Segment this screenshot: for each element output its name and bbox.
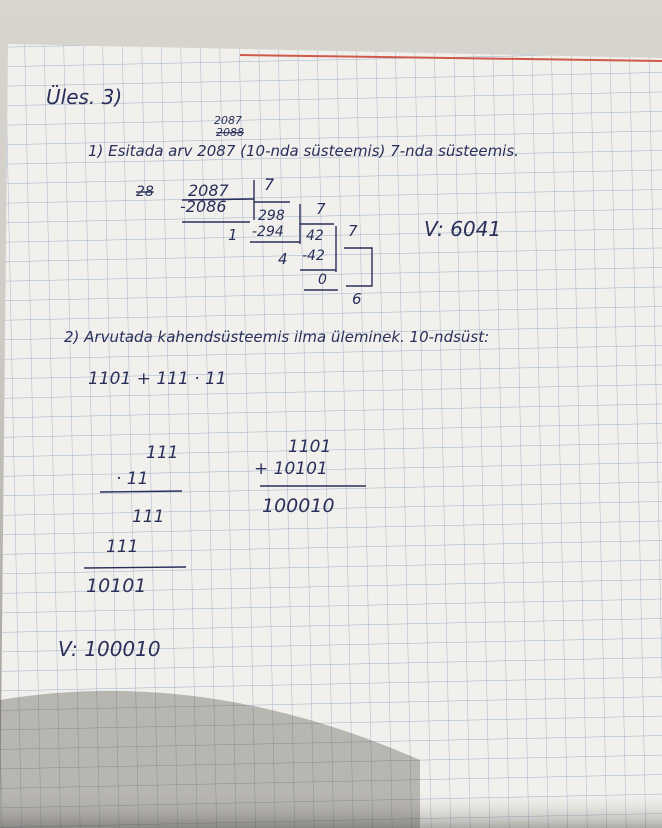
remainder-2: 4 bbox=[278, 250, 288, 268]
division-divisor: 7 bbox=[264, 175, 275, 194]
q1-subtract: -294 bbox=[252, 224, 284, 240]
add-bottom: + 10101 bbox=[254, 459, 328, 479]
mult-line-2 bbox=[83, 566, 187, 569]
task1-crossed-left: 28 bbox=[136, 184, 154, 200]
division-subtract: -2086 bbox=[180, 197, 227, 216]
task1-answer: V: 6041 bbox=[424, 217, 501, 241]
remainder-1: 1 bbox=[228, 226, 238, 244]
quotient-3: 6 bbox=[352, 290, 362, 308]
add-result: 100010 bbox=[262, 495, 335, 517]
remainder-3: 0 bbox=[318, 272, 327, 288]
task1-crossed-number: 2088 bbox=[216, 126, 244, 139]
mult-line-1 bbox=[99, 490, 183, 493]
quotient-2: 42 bbox=[306, 228, 324, 244]
task2-expression: 1101 + 111 · 11 bbox=[88, 369, 227, 389]
task1-number-above: 2087 bbox=[214, 114, 242, 127]
q1-divisor: 7 bbox=[316, 200, 326, 218]
task1-prompt: 1) Esitada arv 2087 (10-nda süsteemis) 7… bbox=[88, 142, 519, 160]
task2-answer: V: 100010 bbox=[58, 637, 161, 661]
quotient-1: 298 bbox=[258, 208, 285, 224]
mult-factor: · 11 bbox=[116, 469, 148, 489]
division-dividend: 2087 bbox=[188, 181, 230, 200]
mult-row-2: 111 bbox=[106, 537, 138, 557]
task2-prompt: 2) Arvutada kahendsüsteemis ilma ülemine… bbox=[64, 328, 489, 346]
q2-divisor: 7 bbox=[348, 222, 358, 240]
mult-top: 111 bbox=[146, 443, 178, 463]
mult-row-1: 111 bbox=[132, 507, 164, 527]
add-top: 1101 bbox=[288, 437, 331, 457]
q2-subtract: -42 bbox=[302, 248, 325, 264]
mult-result: 10101 bbox=[86, 575, 146, 597]
exercise-heading: Üles. 3) bbox=[46, 85, 122, 109]
division-lines bbox=[181, 180, 373, 291]
